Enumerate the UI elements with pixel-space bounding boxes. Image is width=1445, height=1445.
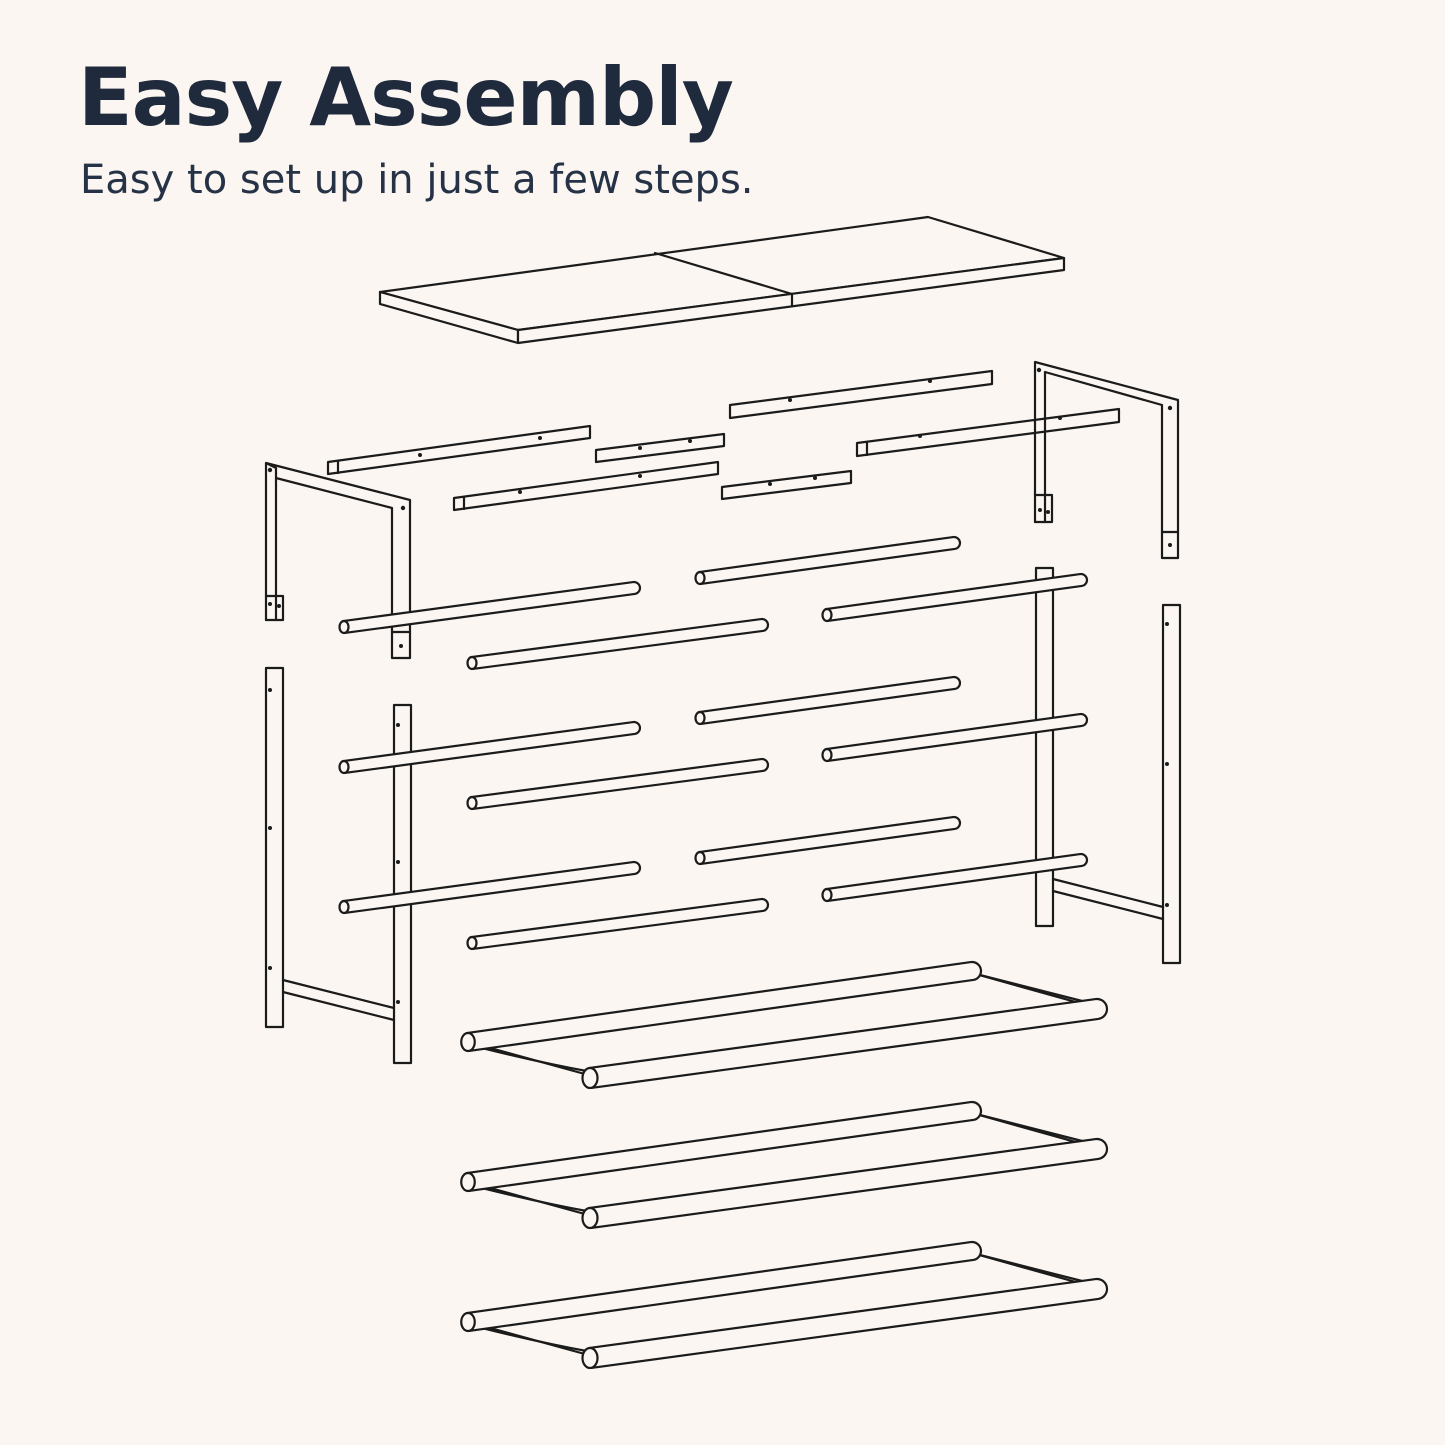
rod: [466, 897, 770, 951]
rod: [338, 580, 641, 635]
left-lower-frame: [264, 666, 413, 1065]
rod: [466, 757, 770, 811]
rod: [466, 617, 770, 671]
support-bar: [855, 407, 1121, 458]
rod: [694, 815, 962, 866]
shelf-tier: [460, 960, 1109, 1090]
rod: [694, 675, 962, 726]
support-bar: [326, 424, 592, 476]
rod: [460, 960, 982, 1053]
shelf-tier: [460, 1100, 1109, 1230]
support-bar: [594, 432, 726, 464]
page-title: Easy Assembly: [78, 51, 734, 144]
support-bar: [728, 369, 994, 420]
rod: [821, 712, 1089, 763]
rod: [338, 860, 641, 915]
left-upper-frame: [264, 461, 412, 660]
rod: [821, 852, 1089, 903]
shelf-tier: [460, 1240, 1109, 1370]
rod: [581, 1137, 1109, 1230]
rods: [338, 535, 1089, 951]
rod: [581, 997, 1109, 1090]
rod: [460, 1100, 982, 1193]
support-bars: [326, 369, 1121, 512]
rod: [581, 1277, 1109, 1370]
shelf-tiers: [460, 960, 1109, 1370]
rod: [460, 1240, 982, 1333]
right-lower-frame: [1034, 566, 1182, 965]
right-upper-frame: [1033, 360, 1180, 560]
support-bar: [720, 469, 853, 501]
support-bar: [452, 460, 720, 512]
top-board: [378, 215, 1066, 345]
page-subtitle: Easy to set up in just a few steps.: [80, 157, 754, 203]
rod: [821, 572, 1089, 623]
rod: [694, 535, 962, 586]
rod: [338, 720, 641, 775]
